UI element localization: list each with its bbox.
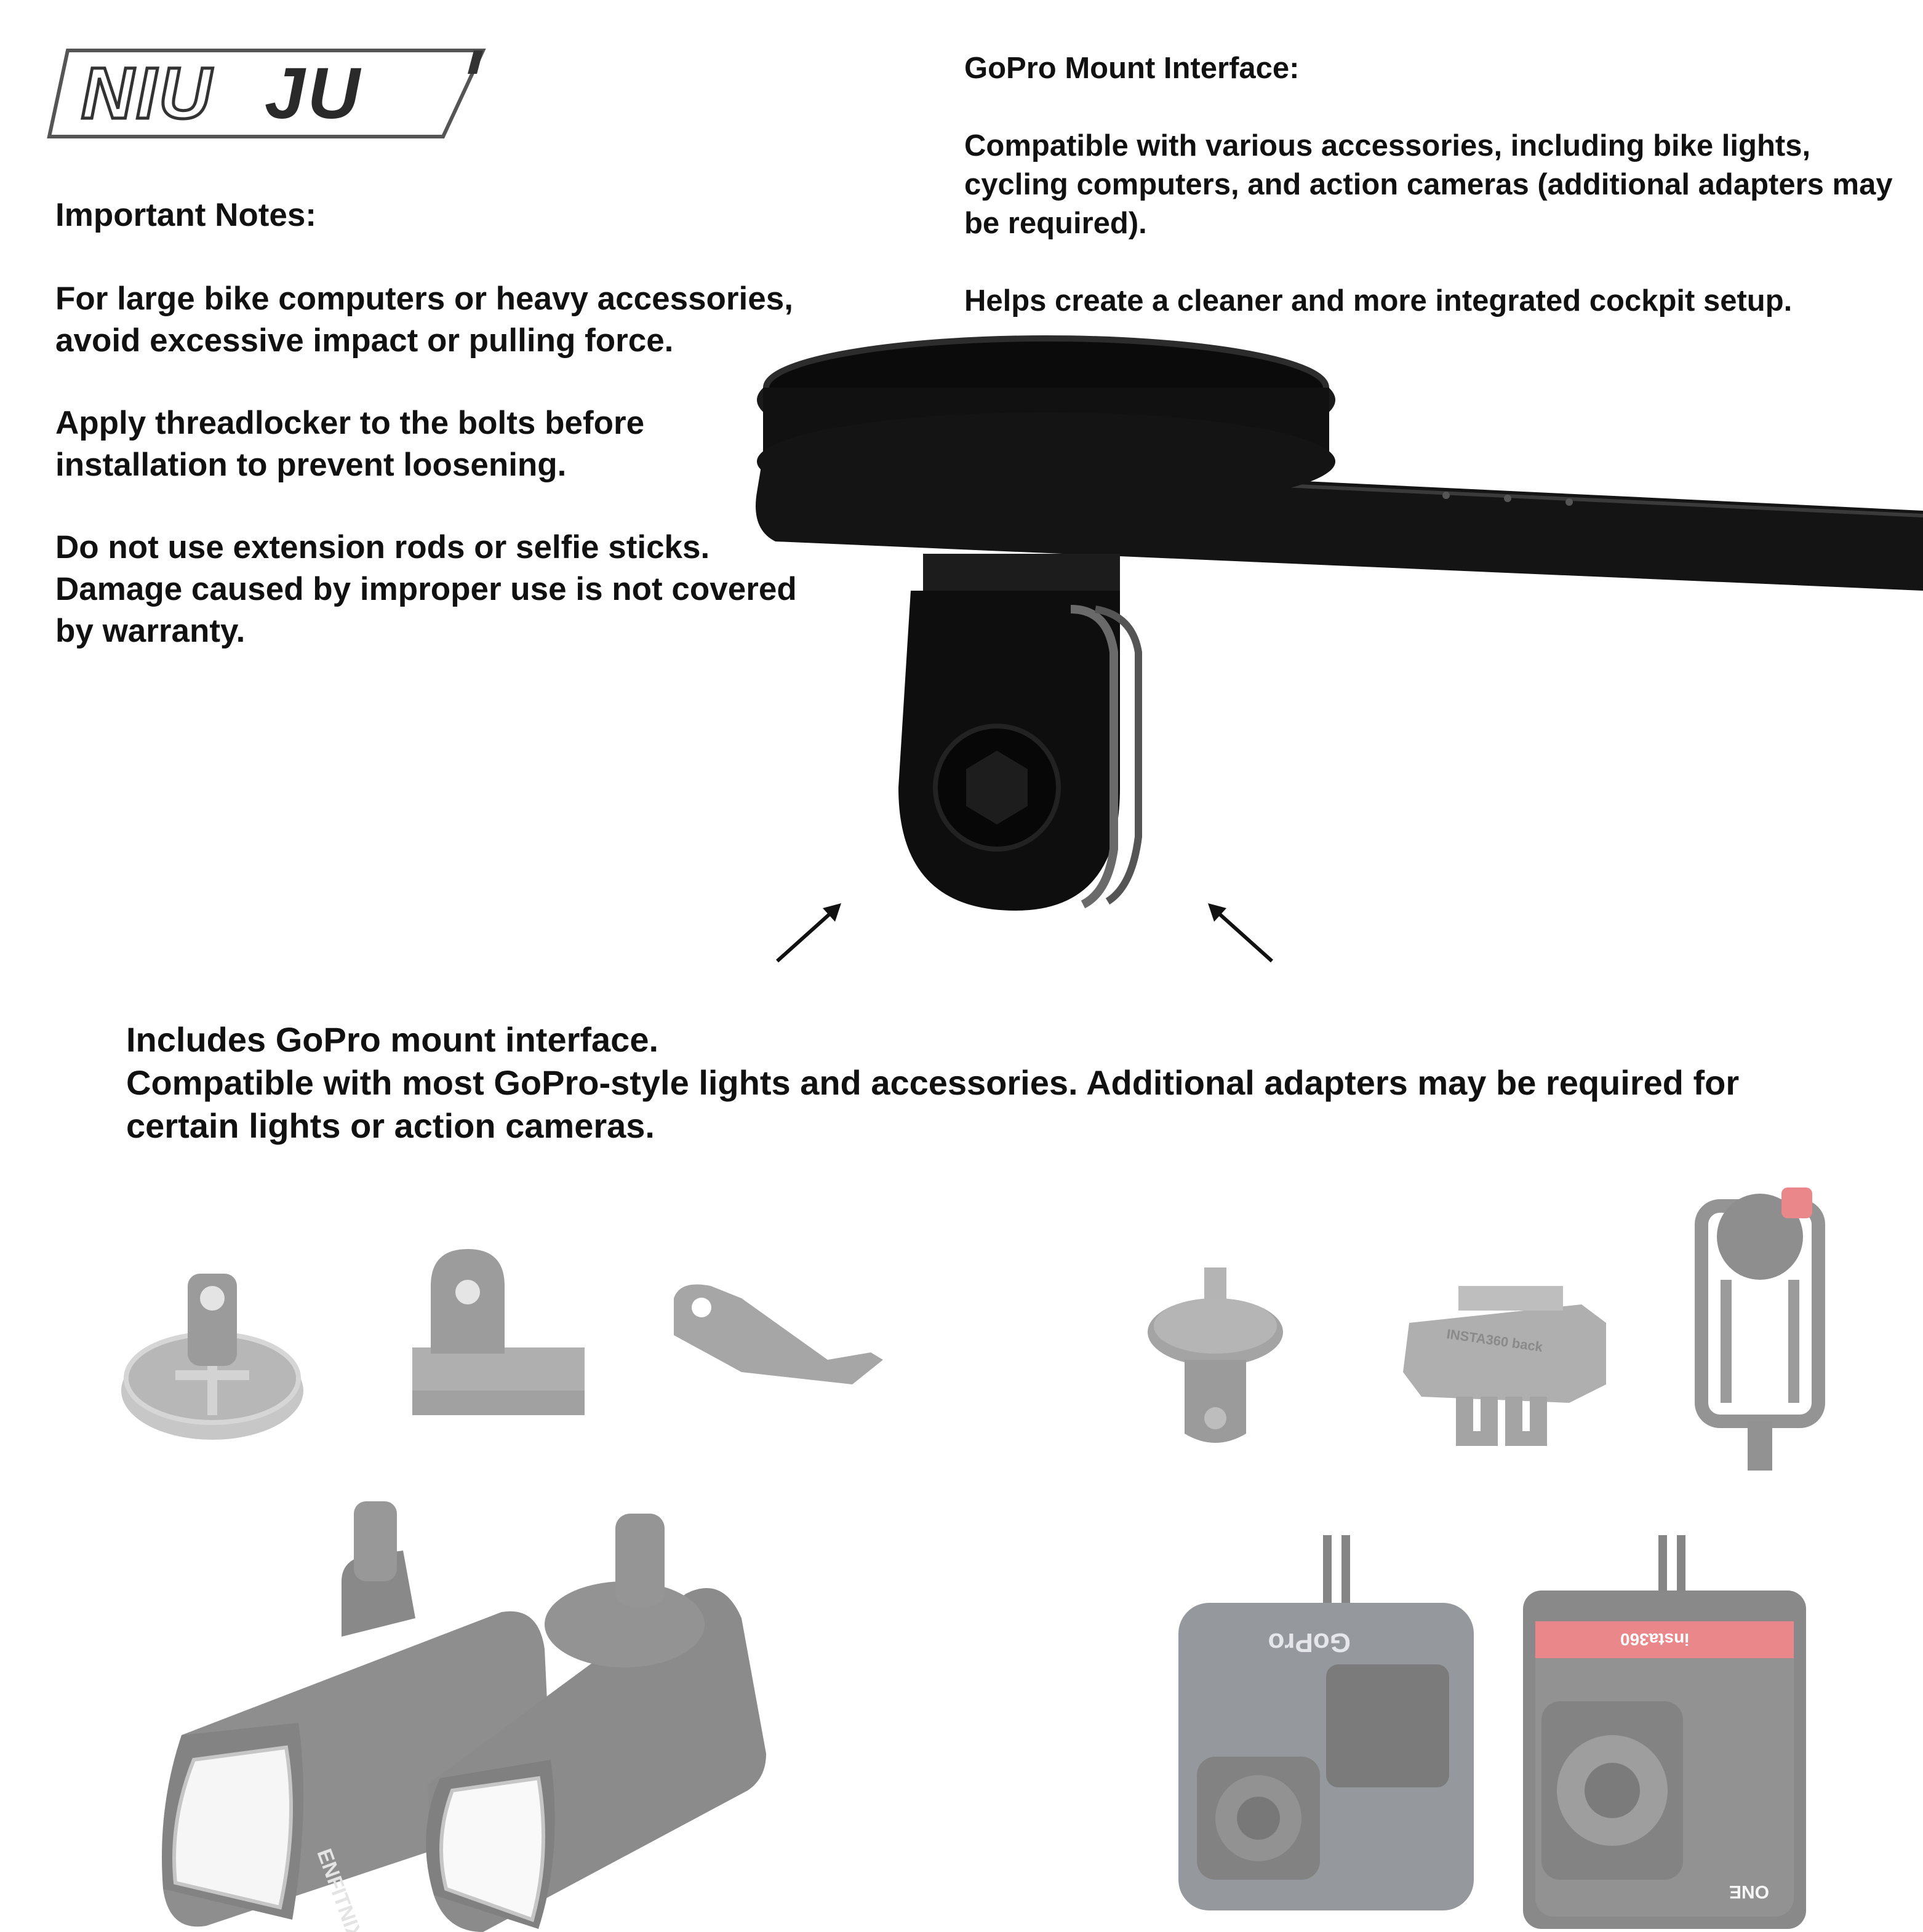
- block-gopro-mount-image: [412, 1249, 585, 1415]
- gopro-interface-heading: GoPro Mount Interface:: [964, 52, 1300, 85]
- bent-plate-adapter-image: [674, 1284, 883, 1384]
- tripod-screw-adapter-image: [1148, 1267, 1283, 1443]
- important-notes-heading: Important Notes:: [55, 197, 316, 233]
- important-notes: Important Notes: For large bike computer…: [55, 194, 806, 693]
- note-paragraph: Apply threadlocker to the bolts before i…: [55, 405, 645, 483]
- insta360-model-label: ONE: [1729, 1882, 1769, 1902]
- bike-lights-image: ENFITNIX: [162, 1501, 766, 1932]
- includes-line: Compatible with most GoPro-style lights …: [126, 1063, 1740, 1145]
- gopro-paragraph: Compatible with various accessories, inc…: [964, 129, 1893, 240]
- insta360-back-bracket-image: INSTA360 back: [1403, 1286, 1606, 1446]
- gopro-brand-label: GoPro: [1268, 1627, 1351, 1658]
- logo-text-ju: JU: [265, 53, 362, 134]
- action-cameras-image: GoPro insta360 ONE: [1178, 1535, 1806, 1929]
- note-paragraph: Do not use extension rods or selfie stic…: [55, 529, 797, 649]
- logo-text-niu: NIU: [81, 53, 214, 134]
- arrow-up-left-icon: [1208, 903, 1274, 963]
- computer-mount-image: [756, 335, 1923, 911]
- note-paragraph: For large bike computers or heavy access…: [55, 281, 793, 359]
- camera-cage-image: [1695, 1188, 1825, 1471]
- includes-line: Includes GoPro mount interface.: [126, 1020, 659, 1059]
- brand-logo: NIU JU: [47, 49, 486, 138]
- gopro-interface-info: GoPro Mount Interface: Compatible with v…: [964, 49, 1906, 359]
- arrow-up-right-icon: [775, 903, 841, 963]
- gopro-paragraph: Helps create a cleaner and more integrat…: [964, 284, 1793, 317]
- insta360-brand-label: insta360: [1620, 1630, 1689, 1649]
- includes-info: Includes GoPro mount interface. Compatib…: [126, 1018, 1849, 1148]
- round-gopro-mount-image: [121, 1274, 303, 1440]
